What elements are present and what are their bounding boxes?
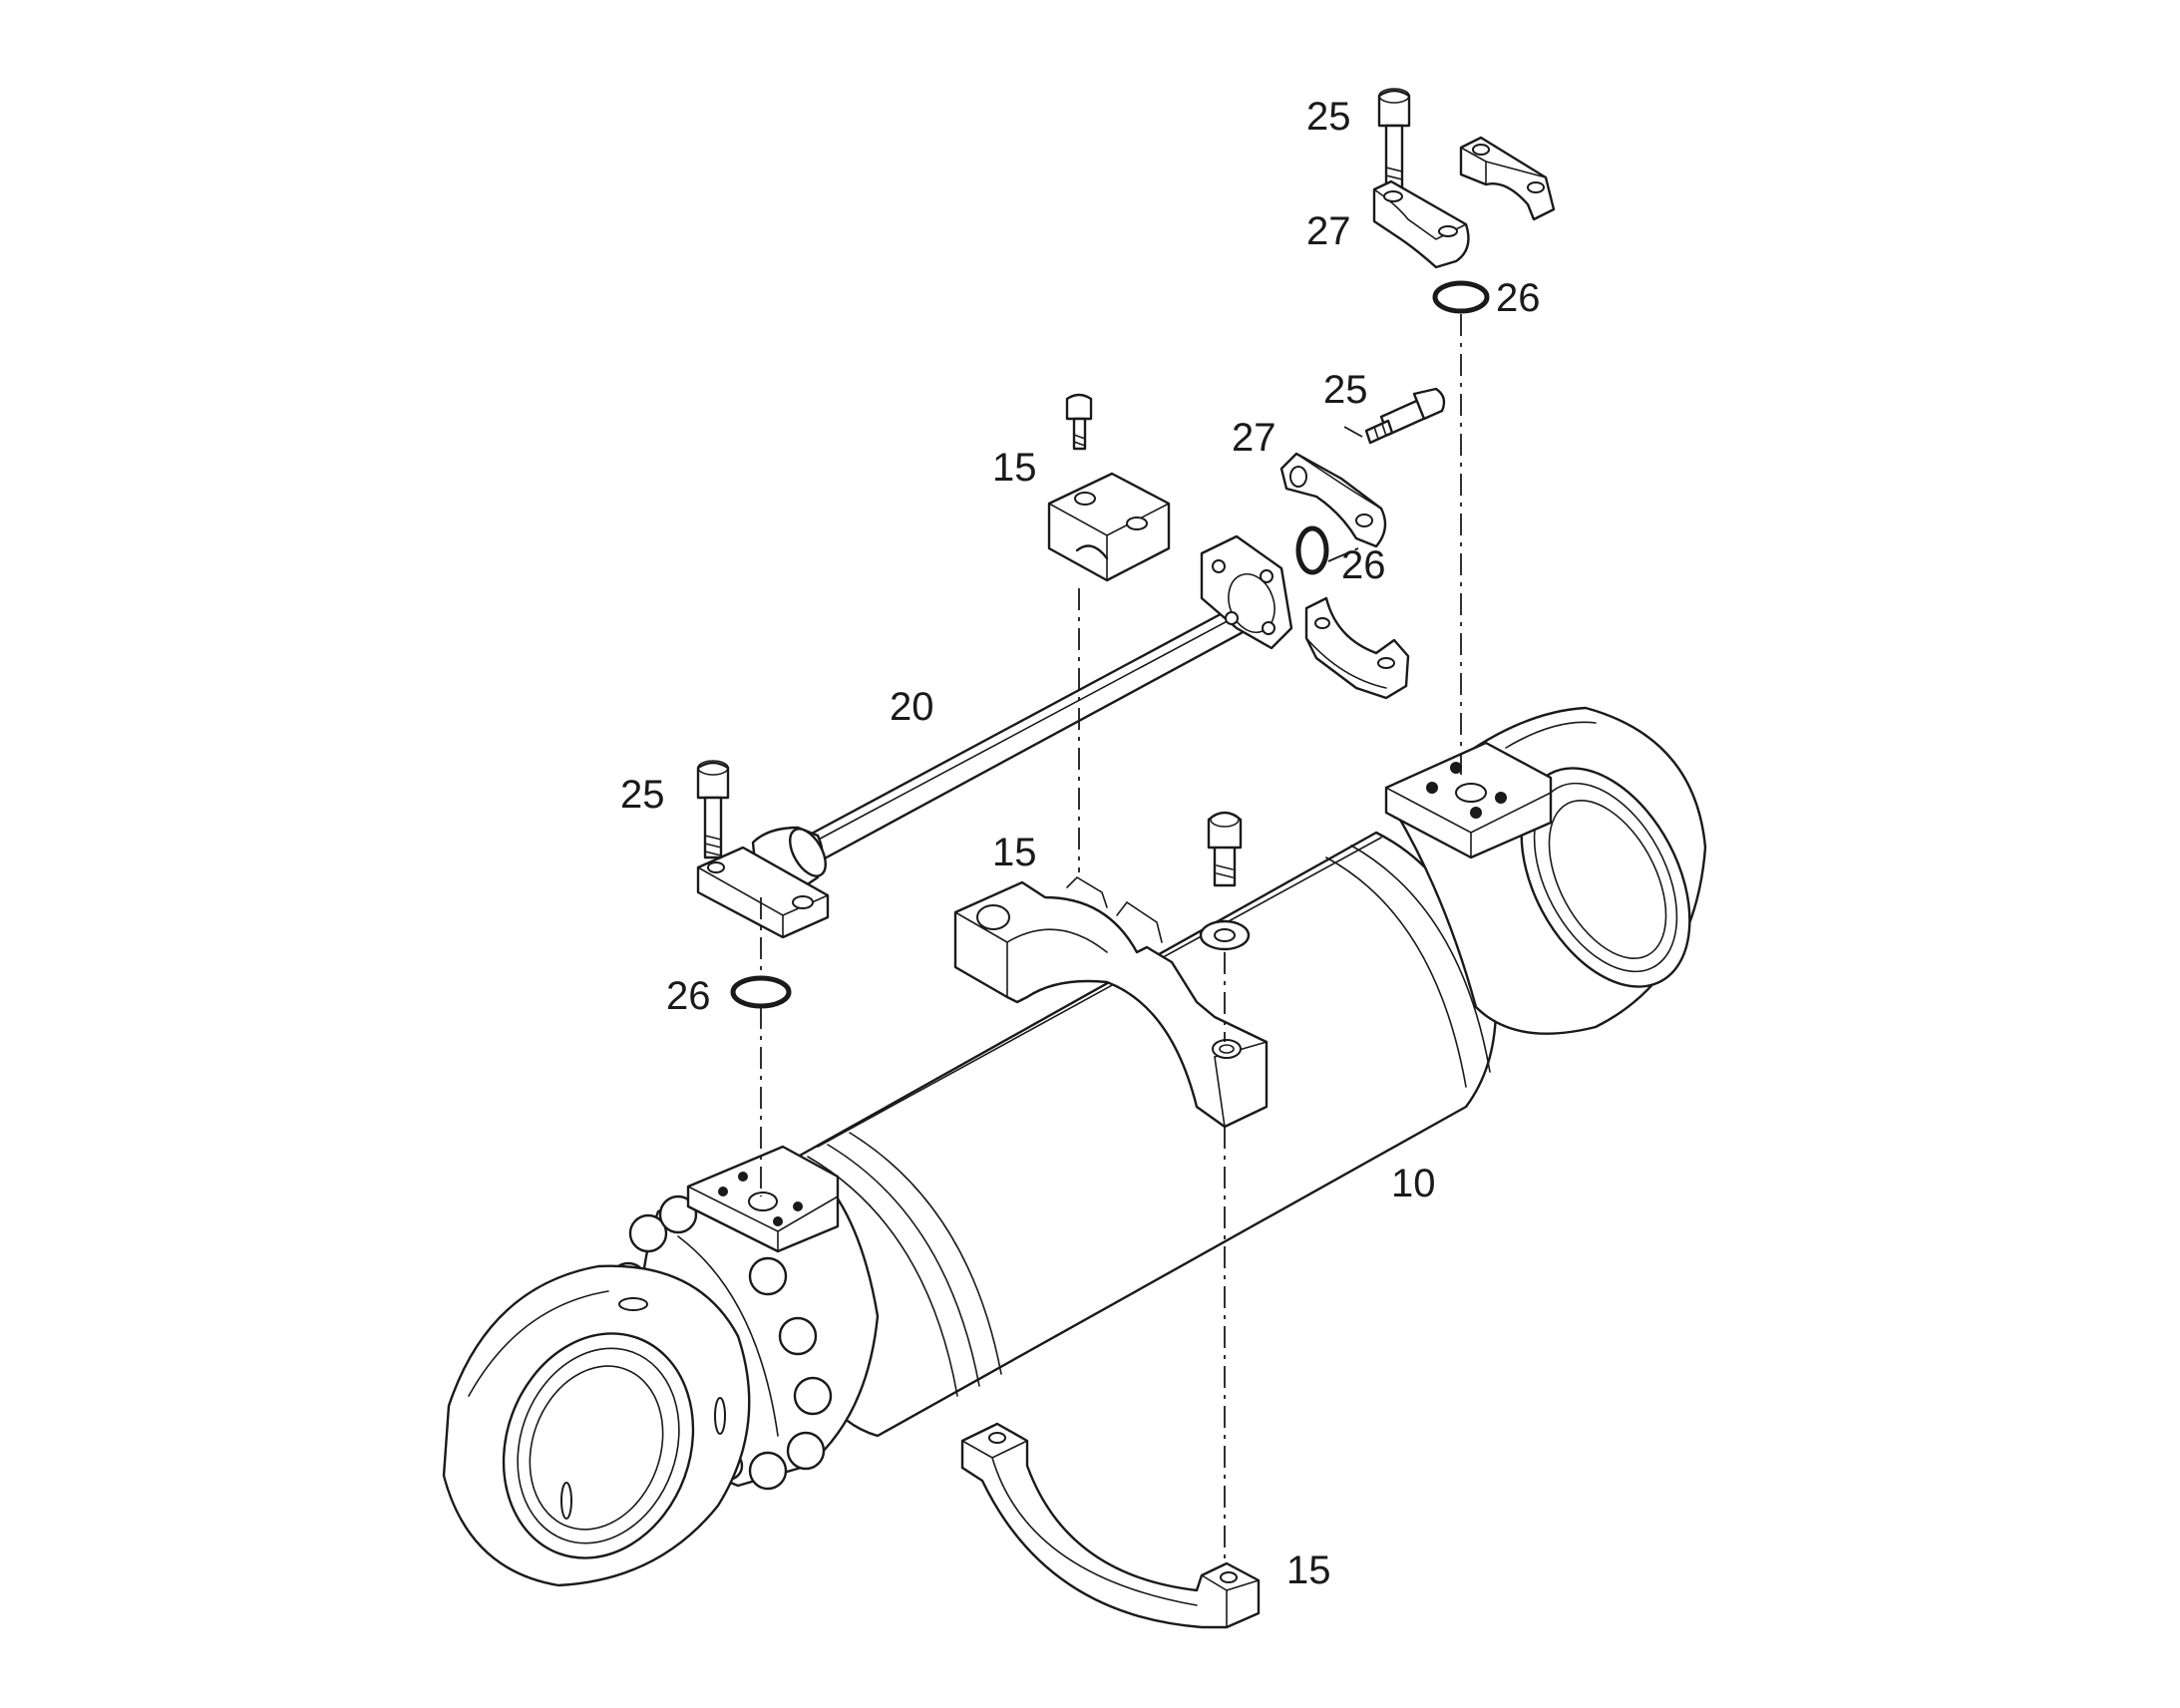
callout-oring-left: 26 [666, 974, 711, 1018]
hydraulic-cylinder [442, 706, 1707, 1587]
cap-port-block [1384, 741, 1553, 859]
flange-half-mid-back [1304, 596, 1410, 700]
clamp-lower-half [960, 1422, 1261, 1629]
clamp-screw-and-washer [1199, 811, 1251, 951]
callout-oring-mid: 26 [1341, 543, 1386, 587]
callout-clamp-top: 15 [992, 446, 1037, 490]
oring-left [730, 975, 792, 1009]
flange-half-top-back [1459, 136, 1556, 221]
callout-flange-half-top: 27 [1306, 209, 1351, 253]
callout-screw-top: 25 [1306, 95, 1351, 139]
callout-oring-top: 26 [1496, 276, 1541, 320]
oring-top [1432, 280, 1490, 314]
clamp-upper-block [1047, 472, 1171, 582]
rod-end-eye [442, 1264, 751, 1587]
callout-screw-mid: 25 [1323, 368, 1368, 412]
callout-pipe: 20 [890, 685, 934, 729]
callout-screw-left: 25 [620, 773, 665, 817]
screw-top [1377, 88, 1411, 191]
screw-clamp-top [1065, 393, 1093, 451]
flange-half-mid-front [1279, 452, 1387, 548]
clamp-middle-half [953, 875, 1269, 1129]
callout-clamp-bottom: 15 [1286, 1548, 1331, 1592]
oring-mid [1295, 525, 1329, 575]
callout-flange-half-mid: 27 [1232, 416, 1276, 460]
callouts: 10 15 15 15 20 25 25 25 26 26 26 27 27 [620, 95, 1541, 1592]
screw-mid [1364, 387, 1446, 445]
screw-left [696, 760, 730, 859]
pipe-assembly [696, 534, 1293, 939]
flange-half-top-front [1372, 179, 1470, 269]
head-port-block [686, 1145, 840, 1253]
callout-clamp-middle: 15 [992, 831, 1037, 874]
assembly-centerlines [760, 314, 1462, 1560]
callout-cylinder: 10 [1391, 1162, 1436, 1205]
